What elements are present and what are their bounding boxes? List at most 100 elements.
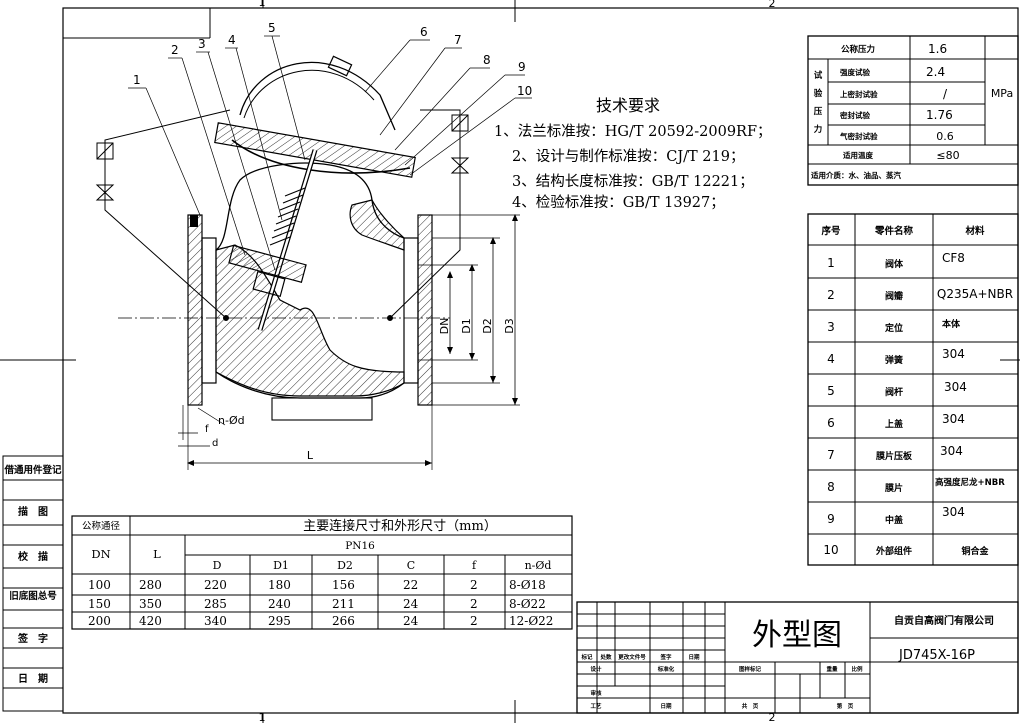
dims-pn: PN16	[345, 540, 375, 552]
tb-design: 设计	[590, 665, 602, 673]
tb-weight: 重量	[826, 665, 838, 673]
tech-requirement-3: 3、结构长度标准按：GB/T 12221；	[512, 173, 754, 190]
temperature-value: ≤80	[936, 149, 959, 162]
dims-cell: 156	[332, 578, 355, 592]
part-no: 4	[827, 352, 835, 366]
part-no: 8	[827, 480, 835, 494]
part-name: 外部组件	[875, 545, 912, 557]
left-record-strip	[2, 455, 64, 712]
dims-cell: 220	[204, 578, 227, 592]
dims-cell: 2	[470, 578, 478, 592]
tb-standardize: 标准化	[657, 665, 675, 673]
dims-cell: 266	[332, 614, 355, 628]
pressure-row-label-seal: 密封试验	[840, 110, 870, 120]
pressure-row-label-gas-seal: 气密封试验	[839, 131, 878, 141]
tech-requirement-4: 4、检验标准按：GB/T 13927；	[512, 194, 725, 211]
part-name: 阀杆	[885, 386, 903, 398]
part-no: 10	[823, 543, 838, 557]
left-strip-label-check: 校 描	[18, 550, 48, 563]
part-name: 阀体	[885, 258, 904, 270]
pressure-group-char-3: 压	[814, 107, 823, 117]
left-strip-label-old-no: 旧底图总号	[9, 590, 57, 602]
dim-label-d1: D1	[460, 318, 473, 333]
tb-mark: 标记	[580, 653, 593, 661]
title-block	[576, 601, 1019, 714]
dimensions-table	[71, 515, 573, 630]
tb-stage-mark: 图样标记	[739, 665, 762, 673]
part-name: 阀瓣	[885, 290, 903, 302]
pressure-unit: MPa	[991, 87, 1013, 100]
dims-cell: 24	[403, 597, 419, 611]
part-no: 9	[827, 512, 835, 526]
pressure-table	[807, 35, 1019, 186]
pressure-row-value-strength: 2.4	[926, 65, 945, 79]
pressure-row-value-seal: 1.76	[926, 108, 953, 122]
dims-cell: 211	[332, 597, 355, 611]
part-name: 膜片压板	[875, 450, 913, 462]
dims-header-dn: DN	[91, 547, 110, 561]
tb-scale: 比例	[851, 665, 863, 673]
valve-section-view	[95, 35, 532, 470]
dims-nominal-label: 公称通径	[82, 520, 121, 532]
part-material: 本体	[942, 318, 961, 330]
parts-header-no: 序号	[821, 225, 841, 237]
drawing-title: 外型图	[752, 618, 842, 653]
pressure-group-char-4: 力	[814, 124, 823, 135]
dims-row: 100 280 220 180 156 22 2 8-Ø18	[88, 578, 546, 592]
dim-label-dn: DN	[438, 318, 451, 335]
part-no: 5	[827, 384, 835, 398]
pressure-nominal-label: 公称压力	[841, 44, 875, 55]
dims-cell: 180	[268, 578, 291, 592]
tb-count: 处数	[599, 653, 612, 661]
balloon-3: 3	[198, 37, 206, 51]
dims-cell: 2	[470, 597, 478, 611]
dim-label-nd: n-Ød	[218, 414, 245, 427]
balloon-2: 2	[171, 43, 179, 57]
dims-cell: 340	[204, 614, 227, 628]
dim-label-l: L	[307, 449, 314, 462]
dims-header-c: C	[407, 559, 415, 572]
pressure-row-value-gas-seal: 0.6	[936, 130, 954, 143]
balloon-10: 10	[517, 84, 532, 98]
parts-table-rows: 1 阀体 CF8 2 阀瓣 Q235A+NBR 3 定位 本体 4 弹簧 304…	[823, 251, 1013, 557]
left-strip-label-borrow: 借通用件登记	[3, 464, 62, 476]
part-name: 弹簧	[885, 354, 903, 366]
dim-label-f: f	[205, 424, 209, 435]
part-material: 高强度尼龙+NBR	[935, 477, 1005, 488]
dims-cell: 8-Ø18	[509, 578, 546, 592]
model-number: JD745X-16P	[898, 648, 975, 663]
tech-requirement-2: 2、设计与制作标准按：CJ/T 219；	[512, 148, 744, 165]
part-no: 3	[827, 320, 835, 334]
tb-date2: 日期	[660, 702, 672, 710]
dims-cell: 240	[268, 597, 291, 611]
left-strip-label-date: 日 期	[18, 672, 48, 685]
dims-row: 200 420 340 295 266 24 2 12-Ø22	[88, 614, 553, 628]
tb-review: 审核	[590, 689, 602, 697]
left-strip-label-sign: 签 字	[17, 632, 48, 645]
part-name: 定位	[884, 322, 903, 334]
part-material: 铜合金	[961, 545, 989, 557]
dims-header-d2: D2	[337, 559, 353, 572]
dim-label-d: d	[212, 438, 218, 449]
dims-cell: 295	[268, 614, 291, 628]
tech-requirements: 技术要求 1、法兰标准按：HG/T 20592-2009RF； 2、设计与制作标…	[494, 96, 772, 211]
balloon-8: 8	[483, 53, 491, 67]
dims-header-d: D	[213, 559, 222, 572]
dims-row: 150 350 285 240 211 24 2 8-Ø22	[88, 597, 546, 611]
dims-cell: 350	[139, 597, 162, 611]
parts-table	[807, 213, 1019, 566]
parts-header-name: 零件名称	[874, 225, 914, 237]
zone-mark-top-2: 2	[769, 0, 776, 10]
dims-cell: 285	[204, 597, 227, 611]
tb-sheet-no: 第 页	[837, 702, 854, 710]
part-no: 2	[827, 288, 835, 302]
tech-requirements-title: 技术要求	[596, 96, 660, 115]
part-material: 304	[940, 444, 963, 458]
tb-process: 工艺	[590, 702, 602, 710]
balloon-7: 7	[454, 33, 462, 47]
part-material: 304	[942, 347, 965, 361]
company-name: 自贡自高阀门有限公司	[894, 614, 994, 627]
dims-header-l: L	[153, 547, 161, 561]
part-name: 中盖	[885, 514, 903, 526]
